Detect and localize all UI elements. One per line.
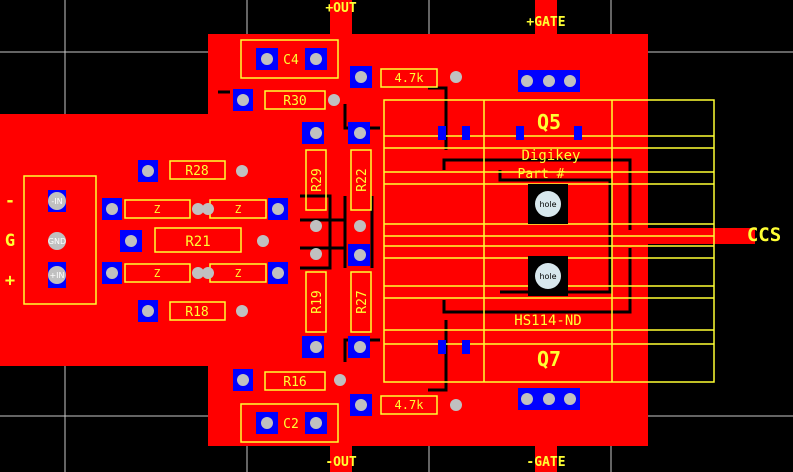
labels: +OUT -OUT +GATE -GATE CCS - G + -IN GND … <box>5 1 781 470</box>
c2-label: C2 <box>283 417 299 432</box>
r22-label: R22 <box>355 168 370 191</box>
pin-label: GND <box>48 237 66 246</box>
r28-label: R28 <box>185 164 208 179</box>
pad <box>350 66 372 88</box>
vendor-line2: Part # <box>518 167 565 182</box>
pad <box>256 412 278 434</box>
out-pos-label: +OUT <box>325 1 356 16</box>
pad <box>102 262 122 284</box>
via <box>462 126 470 140</box>
pin-label: +IN <box>49 271 64 280</box>
gate-pos-label: +GATE <box>526 15 565 30</box>
pad <box>310 220 322 232</box>
pad <box>305 48 327 70</box>
pad <box>268 198 288 220</box>
q7-label: Q7 <box>537 347 561 371</box>
pad <box>236 305 248 317</box>
pad <box>138 300 158 322</box>
out-neg-label: -OUT <box>325 455 356 470</box>
pad <box>450 399 462 411</box>
pad <box>257 235 269 247</box>
via <box>462 340 470 354</box>
pad <box>120 230 142 252</box>
pads <box>48 48 582 434</box>
part-number-label: HS114-ND <box>514 313 581 329</box>
via <box>574 126 582 140</box>
pad <box>348 122 370 144</box>
ccs-label: CCS <box>747 224 781 246</box>
r18-label: R18 <box>185 305 208 320</box>
via <box>516 126 524 140</box>
pad <box>302 122 324 144</box>
r29-label: R29 <box>310 168 325 191</box>
mounting-hole <box>528 256 568 296</box>
q5-label: Q5 <box>537 110 561 134</box>
pad <box>138 160 158 182</box>
vendor-line1: Digikey <box>521 148 580 164</box>
pad <box>48 262 66 288</box>
pad <box>518 388 580 410</box>
hole-label: hole <box>539 200 556 209</box>
pad <box>302 336 324 358</box>
pad <box>202 267 214 279</box>
g-label: G <box>5 231 15 251</box>
pad <box>236 165 248 177</box>
hole-label: hole <box>539 272 556 281</box>
r30-label: R30 <box>283 94 306 109</box>
r16-label: R16 <box>283 375 306 390</box>
zener-label: Z <box>235 203 242 216</box>
pad <box>334 374 346 386</box>
pad <box>256 48 278 70</box>
r27-label: R27 <box>355 290 370 313</box>
via <box>438 340 446 354</box>
via <box>438 126 446 140</box>
pad <box>48 232 66 250</box>
mounting-hole <box>528 184 568 224</box>
r-bot-value-label: 4.7k <box>395 398 425 412</box>
pad <box>354 220 366 232</box>
pad <box>268 262 288 284</box>
r21-label: R21 <box>185 234 210 250</box>
zener-label: Z <box>235 267 242 280</box>
gate-neg-label: -GATE <box>526 455 565 470</box>
pad <box>48 190 66 212</box>
r-top-value-label: 4.7k <box>395 71 425 85</box>
pad <box>202 203 214 215</box>
minus-sign-label: - <box>5 191 15 211</box>
plus-sign-label: + <box>5 271 15 291</box>
zener-label: Z <box>154 267 161 280</box>
pad <box>233 89 253 111</box>
pad <box>102 198 122 220</box>
pad <box>350 394 372 416</box>
pad <box>310 248 322 260</box>
pad <box>348 336 370 358</box>
pad <box>192 203 204 215</box>
pad <box>518 70 580 92</box>
r19-label: R19 <box>310 290 325 313</box>
pad <box>450 71 462 83</box>
pad <box>192 267 204 279</box>
pad <box>328 94 340 106</box>
pad <box>305 412 327 434</box>
pad <box>348 244 370 266</box>
copper-pour <box>0 0 755 472</box>
pad <box>233 369 253 391</box>
c4-label: C4 <box>283 53 299 68</box>
pin-label: -IN <box>51 197 62 206</box>
zener-label: Z <box>154 203 161 216</box>
